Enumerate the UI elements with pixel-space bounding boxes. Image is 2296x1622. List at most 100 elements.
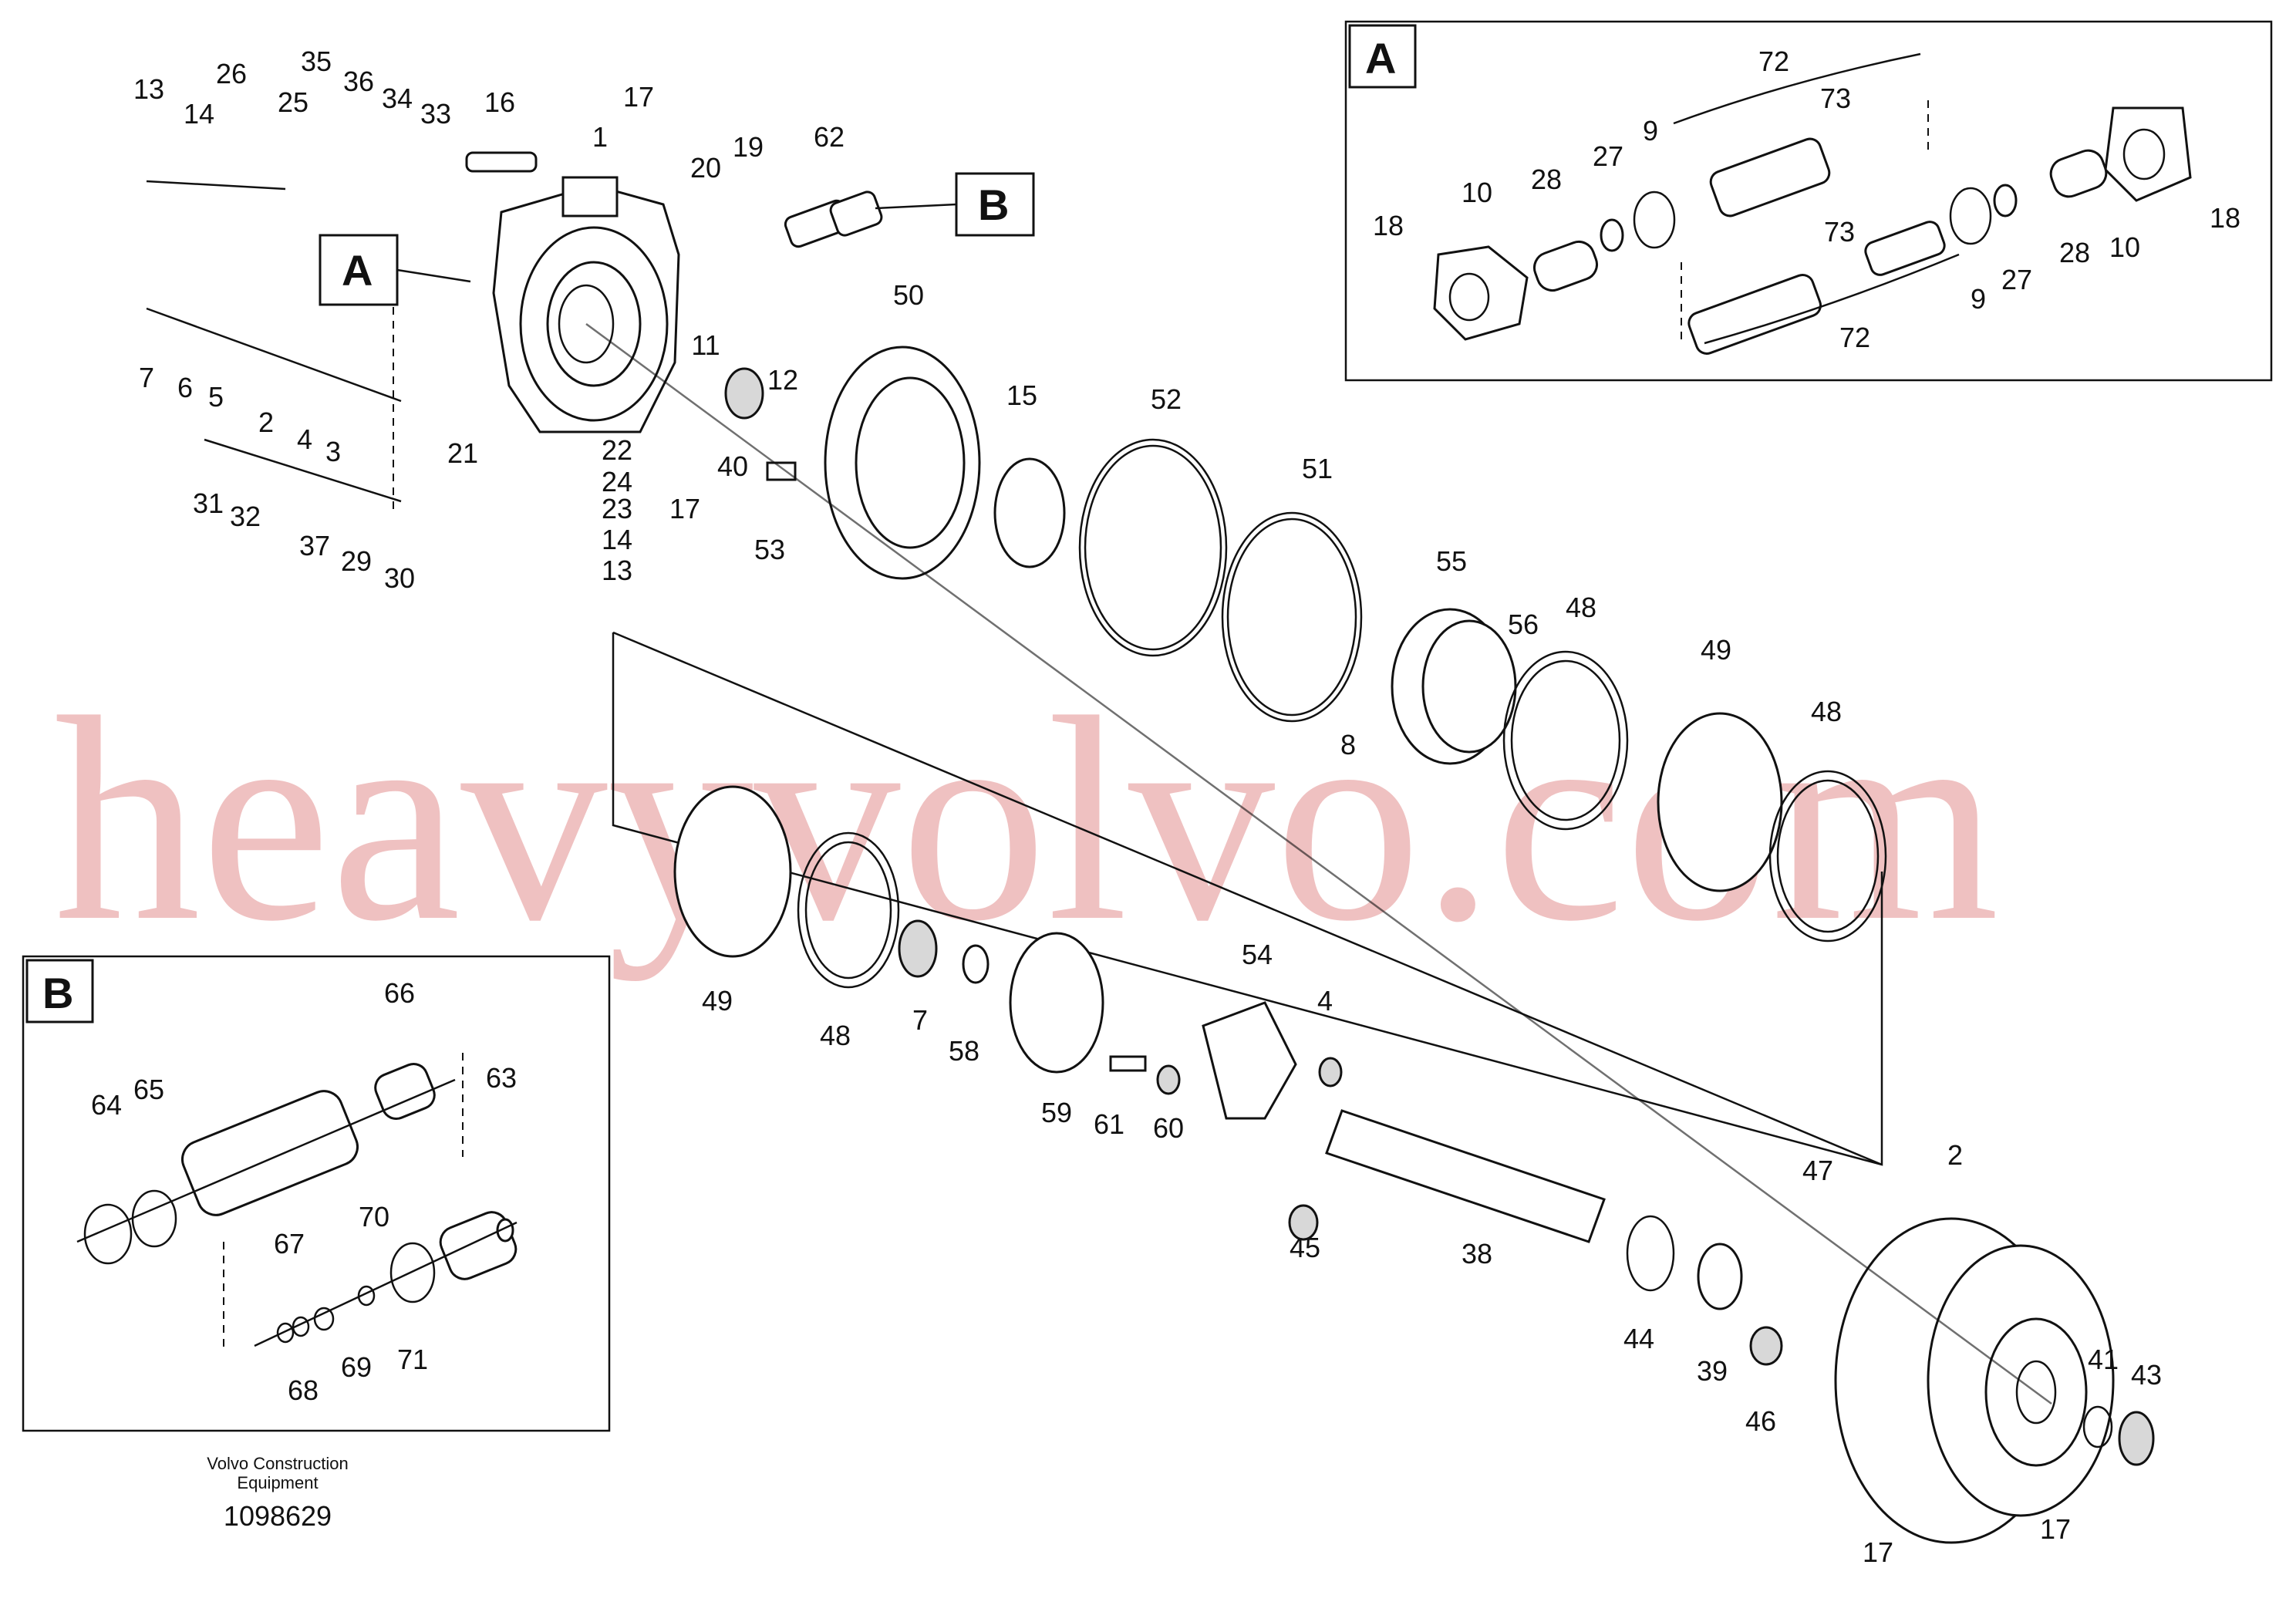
part-label-l4a: 4	[297, 423, 312, 455]
part-label-a10b: 10	[2109, 231, 2140, 263]
part-15	[993, 457, 1066, 568]
part-label-l17d: 17	[2040, 1513, 2071, 1545]
inset-b-frame	[22, 955, 611, 1432]
inset-b-tag	[25, 959, 94, 1023]
seal-43	[2118, 1411, 2155, 1466]
part-label-l22: 22	[602, 434, 632, 466]
part-label-l45: 45	[1290, 1232, 1320, 1263]
part-label-b65: 65	[133, 1074, 164, 1105]
main-housing	[492, 176, 680, 433]
part-label-l44: 44	[1623, 1323, 1654, 1354]
part-label-a10a: 10	[1462, 177, 1492, 208]
footer-company: Volvo Construction	[207, 1454, 348, 1473]
part-label-l62: 62	[814, 121, 845, 153]
part-label-l29: 29	[341, 545, 372, 577]
part-label-a28a: 28	[1531, 164, 1562, 195]
part-40	[724, 367, 764, 420]
part-61	[1109, 1055, 1147, 1072]
part-label-a73a: 73	[1820, 83, 1851, 114]
part-7b	[898, 919, 938, 978]
part-label-l38: 38	[1462, 1238, 1492, 1270]
leader-62-b	[875, 203, 957, 210]
part-62	[784, 191, 883, 248]
part-label-l35: 35	[301, 46, 332, 77]
part-label-l53: 53	[754, 534, 785, 565]
inset-a-parts	[1433, 106, 2192, 355]
part-label-l24: 24	[602, 466, 632, 497]
part-label-l13a: 13	[133, 73, 164, 105]
part-label-l49a: 49	[1701, 634, 1731, 666]
part-label-a27b: 27	[2001, 264, 2032, 295]
part-label-l31: 31	[193, 487, 224, 519]
ring-44	[1626, 1215, 1675, 1292]
part-label-l55: 55	[1436, 545, 1467, 577]
part-label-l37: 37	[299, 530, 330, 561]
part-53	[766, 461, 797, 481]
inset-a-title: A	[1365, 34, 1396, 83]
part-label-l15: 15	[1006, 379, 1037, 411]
part-label-l12: 12	[767, 364, 798, 396]
part-label-a72a: 72	[1758, 46, 1789, 77]
part-label-b71: 71	[397, 1344, 428, 1375]
part-label-l58: 58	[949, 1035, 979, 1067]
part-label-l52: 52	[1151, 383, 1182, 415]
part-label-l2a: 2	[258, 406, 274, 438]
main-axis	[585, 322, 2052, 1405]
part-label-a9b: 9	[1971, 283, 1986, 315]
bearing-39	[1697, 1243, 1743, 1310]
callout-a-box	[319, 234, 399, 306]
shaft-38	[1325, 1109, 1606, 1243]
part-label-l48a: 48	[1566, 592, 1596, 623]
part-label-b69: 69	[341, 1351, 372, 1383]
part-label-l7b: 7	[912, 1004, 928, 1036]
part-label-a27a: 27	[1593, 140, 1623, 172]
part-label-l51: 51	[1302, 453, 1333, 484]
part-label-a18b: 18	[2210, 202, 2240, 234]
part-label-l61: 61	[1094, 1108, 1124, 1140]
inset-b-parts	[83, 1063, 518, 1344]
part-label-l8: 8	[1340, 729, 1356, 760]
part-label-l4b: 4	[1317, 985, 1333, 1017]
part-label-b66: 66	[384, 977, 415, 1009]
part-label-l30: 30	[384, 562, 415, 594]
part-label-b68: 68	[288, 1374, 319, 1406]
part-60	[1156, 1064, 1181, 1095]
part-label-l14a: 14	[184, 98, 214, 130]
part-label-l36: 36	[343, 66, 374, 97]
part-label-a73b: 73	[1824, 216, 1855, 248]
part-label-l23: 23	[602, 493, 632, 524]
part-label-l40: 40	[717, 450, 748, 482]
part-label-l17b: 17	[669, 493, 700, 524]
part-label-l39: 39	[1697, 1355, 1728, 1387]
part-label-l32: 32	[230, 501, 261, 532]
ring-41	[2082, 1405, 2113, 1448]
part-58	[962, 944, 990, 984]
part-label-l1: 1	[592, 121, 608, 153]
part-label-l54: 54	[1242, 939, 1273, 970]
ring-52	[1078, 438, 1228, 657]
part-label-l6: 6	[177, 372, 193, 403]
part-label-l3: 3	[325, 436, 341, 467]
disc-48a	[1502, 650, 1629, 831]
part-label-a9a: 9	[1643, 115, 1658, 147]
part-label-l21: 21	[447, 437, 478, 469]
part-label-l17a: 17	[623, 81, 654, 113]
part-label-l60: 60	[1153, 1112, 1184, 1144]
part-label-b70: 70	[359, 1201, 389, 1233]
part-label-l43: 43	[2131, 1359, 2162, 1391]
part-label-l7a: 7	[139, 362, 154, 393]
part-label-a72b: 72	[1839, 322, 1870, 353]
part-55	[1391, 608, 1517, 765]
part-label-a28b: 28	[2059, 237, 2090, 268]
callout-b-main: B	[978, 180, 1009, 229]
assembly-diagonal	[612, 631, 1883, 1166]
plate-49a	[1657, 712, 1783, 892]
bolt-16	[465, 151, 538, 173]
part-label-l19: 19	[733, 131, 764, 163]
part-label-b67: 67	[274, 1228, 305, 1259]
part-label-l11: 11	[691, 329, 720, 361]
part-label-l56: 56	[1508, 609, 1539, 640]
